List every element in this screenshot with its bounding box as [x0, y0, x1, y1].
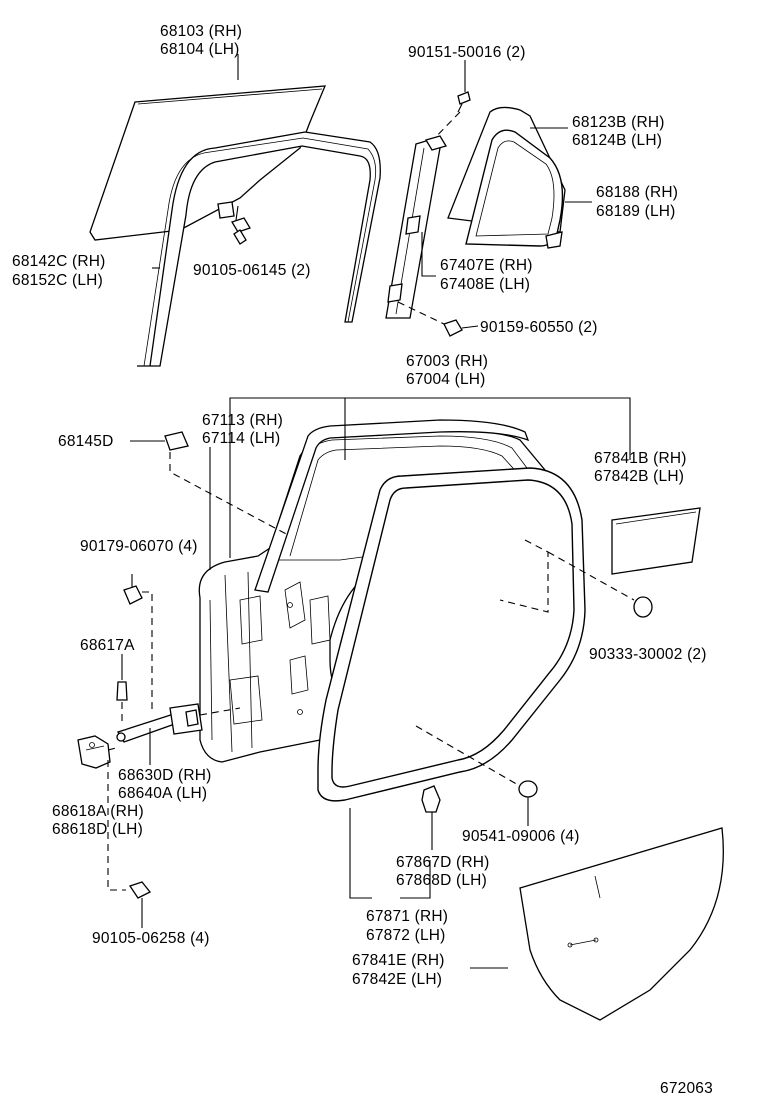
belt-molding — [254, 419, 530, 593]
label-67872: 67872 (LH) — [366, 927, 446, 944]
service-hole-cover — [611, 507, 701, 575]
label-68189: 68189 (LH) — [596, 203, 676, 220]
door-check — [116, 703, 203, 765]
label-90105-06258: 90105-06258 (4) — [92, 930, 210, 947]
label-68103: 68103 (RH) — [160, 23, 242, 40]
door-weatherstrip — [317, 467, 586, 802]
leader-lines — [152, 54, 631, 969]
clip-68145d — [130, 431, 189, 451]
label-90159-60550: 90159-60550 (2) — [480, 319, 598, 336]
label-68618a: 68618A (RH) — [52, 803, 144, 820]
label-67871: 67871 (RH) — [366, 908, 448, 925]
label-67841b: 67841B (RH) — [594, 450, 687, 467]
label-90541-09006: 90541-09006 (4) — [462, 828, 580, 845]
label-67408e: 67408E (LH) — [440, 276, 530, 293]
label-67004: 67004 (LH) — [406, 371, 486, 388]
label-68152c: 68152C (LH) — [12, 272, 103, 289]
figure-id: 672063 — [660, 1080, 713, 1097]
leader-dash-hinge-a — [107, 747, 117, 751]
label-67868d: 67868D (LH) — [396, 872, 487, 889]
label-68123b: 68123B (RH) — [572, 114, 665, 131]
leader-dash-bolt-90179 — [142, 591, 153, 712]
quarter-window-weatherstrip — [465, 129, 564, 249]
label-67867d: 67867D (RH) — [396, 854, 490, 871]
bolt-90105-06258 — [128, 881, 152, 928]
screw-90151-50016 — [457, 91, 471, 113]
label-68630d: 68630D (RH) — [118, 767, 212, 784]
label-68188: 68188 (RH) — [596, 184, 678, 201]
label-67407e: 67407E (RH) — [440, 257, 533, 274]
bolt-90105-06145 — [231, 205, 251, 245]
label-90333-30002: 90333-30002 (2) — [589, 646, 707, 663]
label-67114: 67114 (LH) — [202, 430, 280, 447]
glass-run-channel — [137, 131, 381, 367]
label-68618d: 68618D (LH) — [52, 821, 143, 838]
label-67841e: 67841E (RH) — [352, 952, 445, 969]
label-67842e: 67842E (LH) — [352, 971, 442, 988]
leader-dash-plug-a — [499, 539, 549, 613]
leader-dash-plug-b — [547, 551, 635, 601]
leader-dash-check — [199, 707, 241, 716]
door-hinge — [77, 735, 111, 769]
hole-plug — [633, 596, 653, 618]
clip-67867d — [421, 785, 441, 850]
leader-dash-clip — [169, 452, 291, 537]
bolt-90179 — [123, 574, 143, 605]
label-67842b: 67842B (LH) — [594, 468, 684, 485]
label-90151-50016: 90151-50016 (2) — [408, 44, 526, 61]
label-68145d: 68145D — [58, 433, 114, 450]
label-68124b: 68124B (LH) — [572, 132, 662, 149]
division-bar — [385, 135, 447, 319]
label-68142c: 68142C (RH) — [12, 253, 106, 270]
label-67003: 67003 (RH) — [406, 353, 488, 370]
part-labels: 68103 (RH) 68104 (LH) 90151-50016 (2) 68… — [12, 23, 713, 1097]
leader-dash-bolt — [397, 301, 445, 325]
trim-cover — [519, 827, 724, 1021]
leader-dash-plug-90541 — [415, 725, 521, 787]
label-67113: 67113 (RH) — [202, 412, 283, 429]
label-68617a: 68617A — [80, 637, 135, 654]
bolt-90159-60550 — [443, 319, 479, 337]
label-68104: 68104 (LH) — [160, 41, 240, 58]
label-68640a: 68640A (LH) — [118, 785, 207, 802]
label-90105-06145: 90105-06145 (2) — [193, 262, 311, 279]
plug-90541 — [518, 780, 538, 798]
label-90179-06070: 90179-06070 (4) — [80, 538, 198, 555]
pin-68617a — [116, 654, 128, 701]
